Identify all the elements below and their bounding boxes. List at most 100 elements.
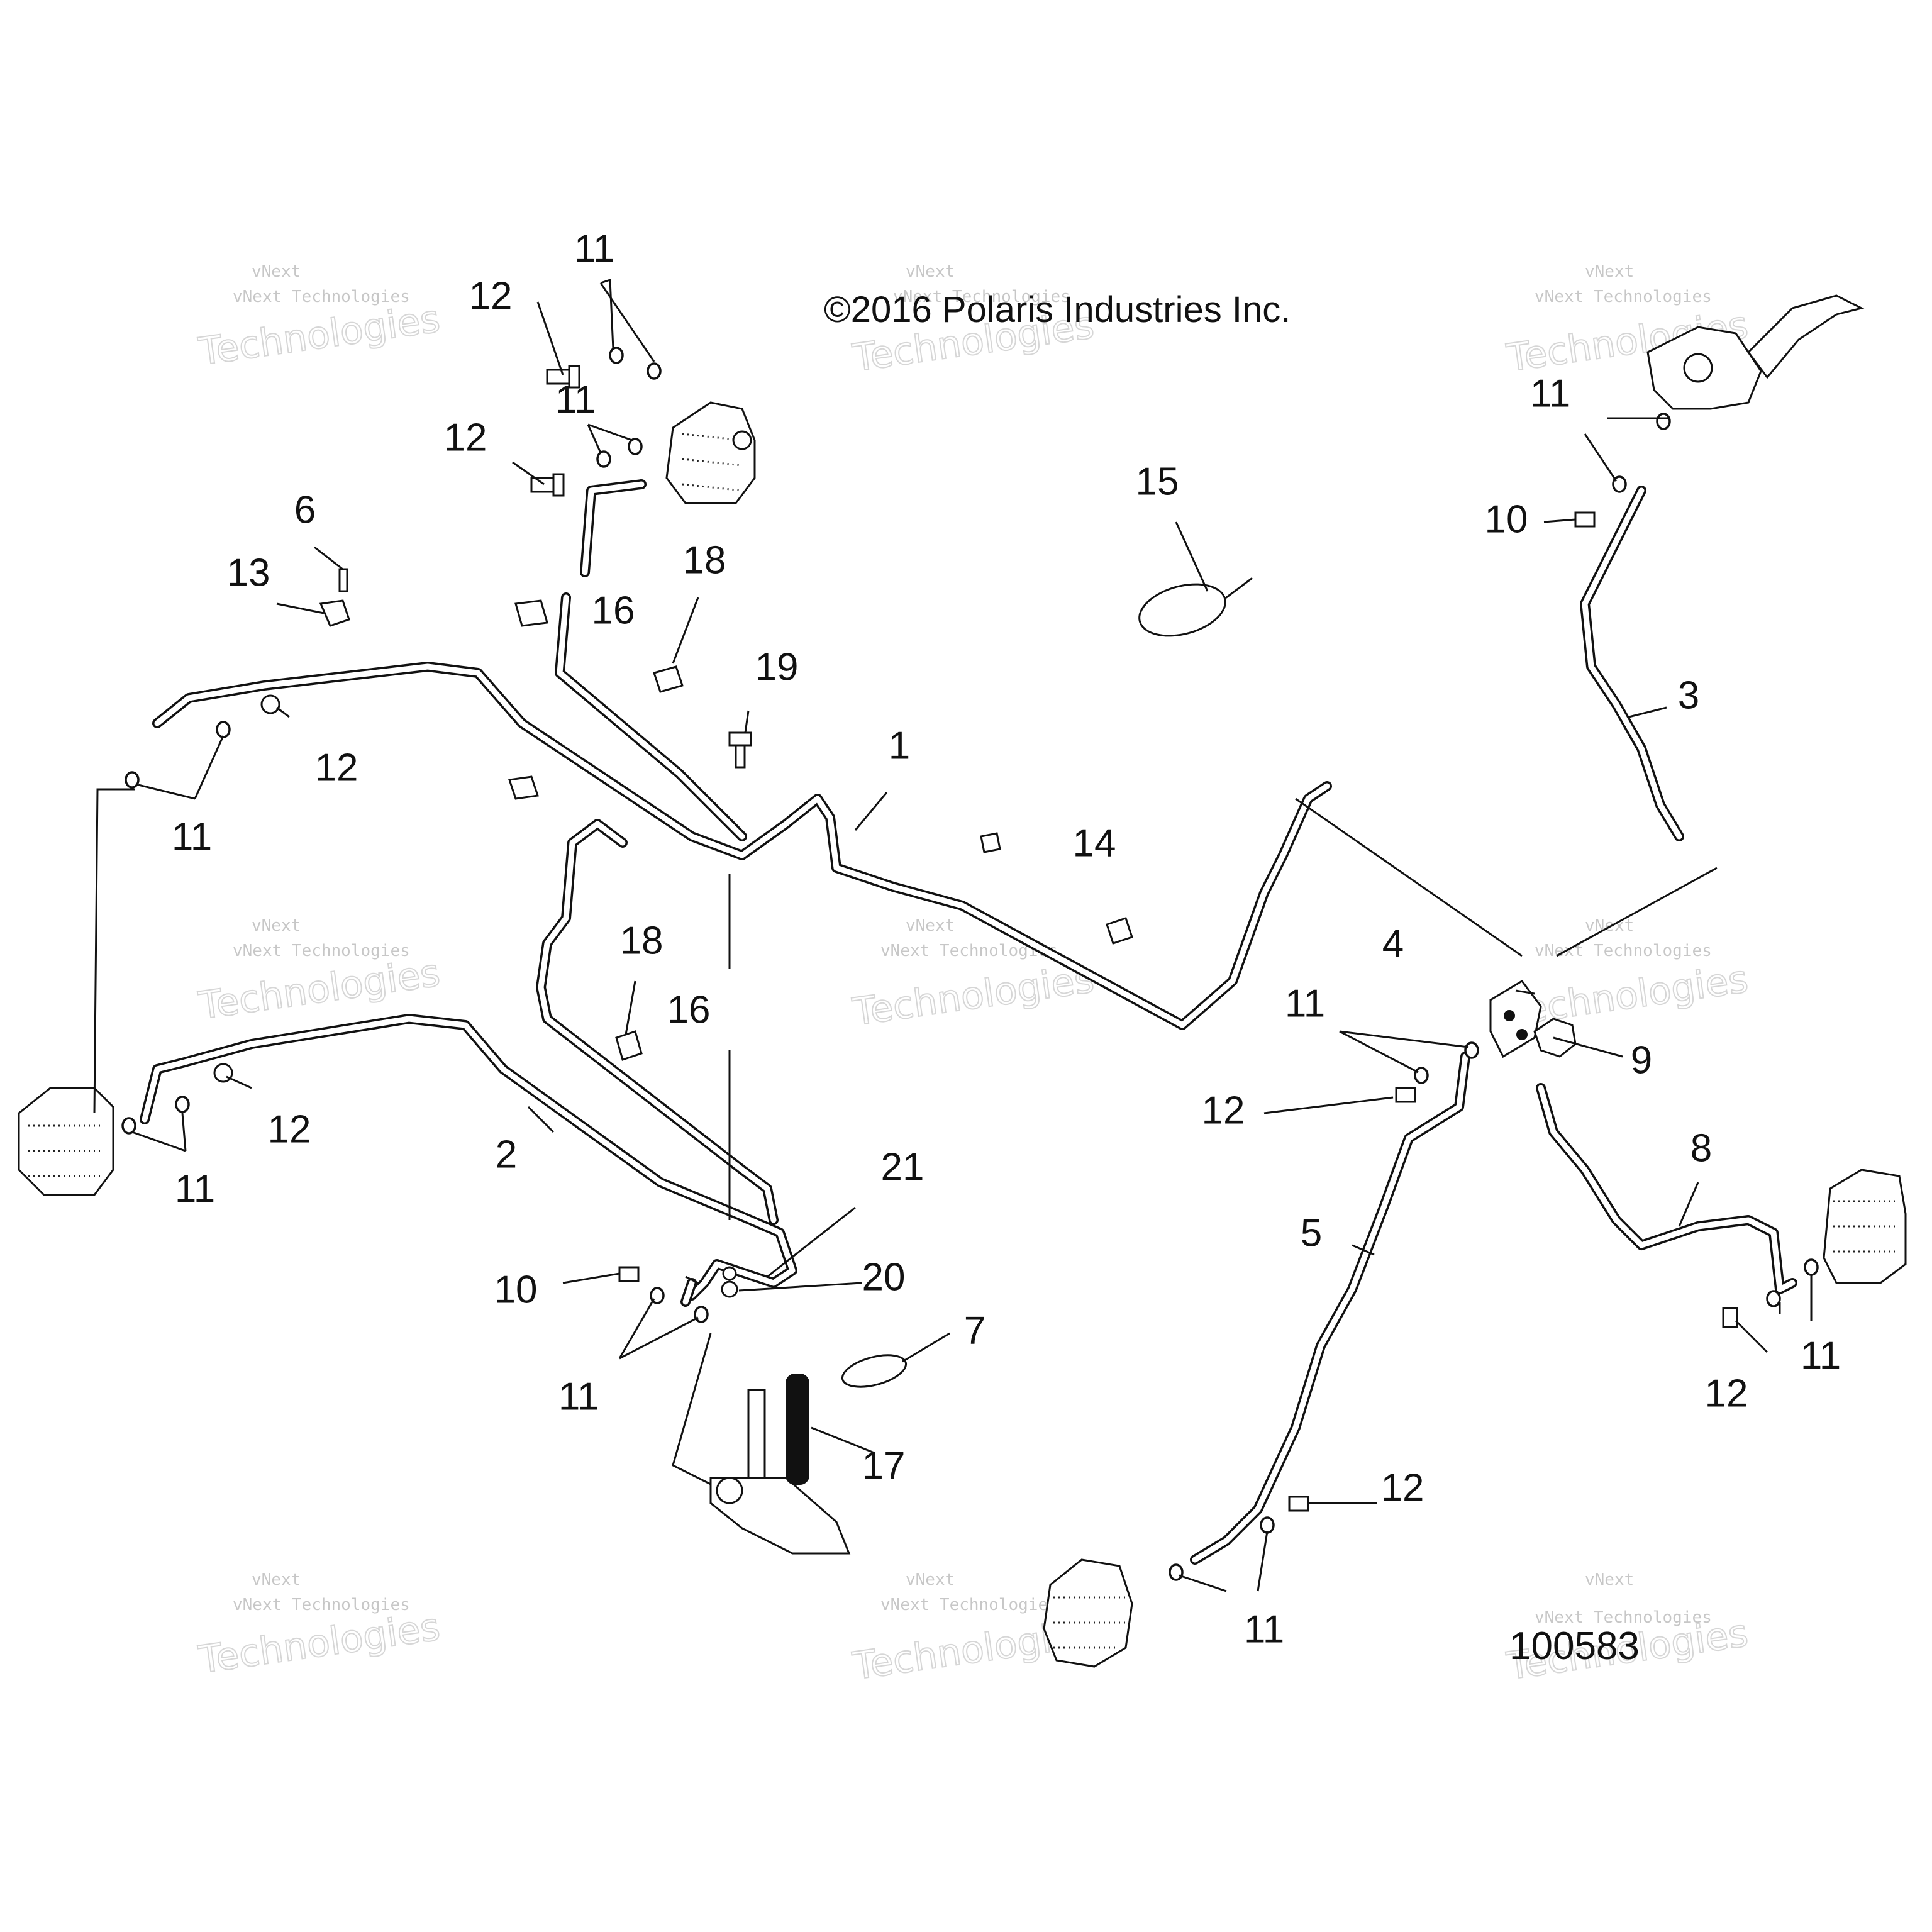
banjo-bolt-10-top — [1574, 511, 1596, 528]
watermark-text: vNext Technologies — [233, 287, 410, 306]
brake-line-3 — [1580, 486, 1684, 841]
banjo-bolt-10-bottom — [618, 1266, 640, 1282]
watermark-text: vNext — [1585, 1570, 1634, 1589]
banjo-bolt-top-2 — [530, 473, 565, 497]
watermark-text: vNext — [252, 262, 301, 281]
banjo-bolt-top-1 — [546, 365, 580, 389]
figure-number: 100583 — [1509, 1624, 1640, 1668]
callout-12-bottom: 12 — [1381, 1466, 1424, 1509]
boot — [786, 1374, 809, 1485]
watermark-text: vNext Technologies — [233, 1596, 410, 1614]
brake-line-master-cylinder — [680, 1278, 697, 1307]
callout-18-lower: 18 — [620, 919, 663, 962]
callout-11-left-lower: 11 — [175, 1167, 215, 1211]
callout-8: 8 — [1690, 1126, 1712, 1170]
callout-11-foot: 11 — [558, 1375, 599, 1418]
callout-2: 2 — [496, 1133, 517, 1176]
watermark-text: vNext Technologies — [1535, 941, 1712, 960]
caliper-top — [665, 401, 756, 504]
callout-5: 5 — [1301, 1211, 1322, 1255]
callout-9: 9 — [1631, 1038, 1652, 1082]
copyright-notice: ©2016 Polaris Industries Inc. — [824, 289, 1291, 330]
clip-14 — [1106, 917, 1133, 945]
junction-block — [1489, 980, 1542, 1058]
callout-17: 17 — [862, 1444, 906, 1487]
cable-tie-7 — [841, 1354, 908, 1388]
caliper-left — [18, 1087, 114, 1196]
leader-lines — [93, 278, 1813, 1592]
callout-16-lower: 16 — [667, 988, 711, 1031]
watermark-text: vNext Technologies — [880, 1596, 1058, 1614]
callout-16-upper: 16 — [592, 589, 635, 632]
banjo-bolt-12-right — [1722, 1307, 1738, 1328]
banjo-bolt-12-bottom — [1288, 1496, 1309, 1512]
callout-12-left-lower: 12 — [268, 1108, 311, 1151]
callout-11-master: 11 — [1530, 372, 1570, 415]
callout-11-bottom: 11 — [1244, 1607, 1284, 1651]
callout-1: 1 — [889, 724, 910, 767]
callout-4: 4 — [1382, 922, 1404, 965]
callout-14: 14 — [1073, 821, 1116, 865]
bolt-6 — [338, 568, 348, 592]
callout-12-junction: 12 — [1202, 1089, 1245, 1132]
callout-11-left-upper: 11 — [172, 815, 212, 858]
watermark-mid-center: vNext Technologies vNext Technologies — [849, 916, 1097, 1035]
brake-line-middle-branch — [536, 819, 779, 1225]
cable-tie-15 — [1138, 577, 1253, 637]
callout-15: 15 — [1136, 460, 1179, 503]
callout-11-junction: 11 — [1285, 982, 1325, 1025]
callout-12-right: 12 — [1705, 1372, 1748, 1415]
handlebar-master-cylinder — [1646, 294, 1865, 410]
brake-line-2 — [140, 1014, 797, 1301]
watermark-text: Technologies — [1504, 957, 1750, 1035]
callout-12-top-1: 12 — [469, 274, 513, 318]
callout-13: 13 — [227, 551, 270, 594]
caliper-bottom — [1043, 1558, 1133, 1668]
watermark-text: Technologies — [196, 297, 442, 374]
watermark-text: vNext — [906, 262, 955, 281]
watermark-text: vNext — [1585, 916, 1634, 935]
watermark-text: vNext — [906, 1570, 955, 1589]
watermark-text: vNext — [1585, 262, 1634, 281]
callout-10-bottom: 10 — [494, 1268, 538, 1311]
caliper-right — [1823, 1169, 1907, 1284]
watermark-text: vNext — [252, 916, 301, 935]
watermark-mid-left: vNext Technologies vNext Technologies — [195, 916, 443, 1029]
watermark-text: vNext Technologies — [1535, 1608, 1712, 1627]
brake-line-upper-branch — [555, 479, 747, 841]
clip-left-mid — [508, 775, 539, 800]
clip-mid — [980, 832, 1001, 853]
callout-21: 21 — [881, 1145, 924, 1189]
watermark-text: vNext Technologies — [1535, 287, 1712, 306]
clip-13 — [319, 599, 350, 627]
watermark-text: vNext Technologies — [233, 941, 410, 960]
callout-12-top-2: 12 — [444, 416, 487, 459]
bolt-19 — [728, 731, 752, 769]
watermark-mid-right: vNext Technologies vNext Technologies — [1503, 916, 1751, 1035]
callout-6: 6 — [294, 488, 316, 531]
clip-18-upper — [653, 665, 684, 693]
callout-11-right: 11 — [1801, 1334, 1841, 1377]
banjo-bolt-12-junction — [1395, 1087, 1416, 1103]
watermark-text: vNext Technologies — [893, 287, 1070, 306]
callout-12-left-upper: 12 — [315, 746, 358, 789]
brake-line-8 — [1536, 1083, 1797, 1294]
callout-19: 19 — [755, 645, 799, 689]
watermark-text: Technologies — [850, 957, 1096, 1035]
callout-10-top: 10 — [1485, 497, 1528, 541]
watermark-bottom-left: vNext Technologies vNext Technologies — [195, 1570, 443, 1683]
callout-11-top-1: 11 — [574, 227, 614, 270]
brake-line-1 — [152, 662, 1332, 1030]
callout-11-top-2: 11 — [555, 378, 596, 421]
callout-18-upper: 18 — [683, 538, 726, 582]
callout-7: 7 — [964, 1309, 985, 1352]
callout-20: 20 — [862, 1255, 906, 1299]
callouts: 1 2 3 4 5 6 7 8 9 10 10 11 11 11 11 11 1… — [172, 227, 1841, 1651]
clip-18-lower — [615, 1030, 643, 1061]
callout-3: 3 — [1678, 674, 1699, 717]
watermark-text: vNext — [252, 1570, 301, 1589]
foot-master-cylinder — [709, 1389, 851, 1555]
watermark-text: Technologies — [196, 1605, 442, 1682]
nut-21 — [722, 1266, 737, 1281]
